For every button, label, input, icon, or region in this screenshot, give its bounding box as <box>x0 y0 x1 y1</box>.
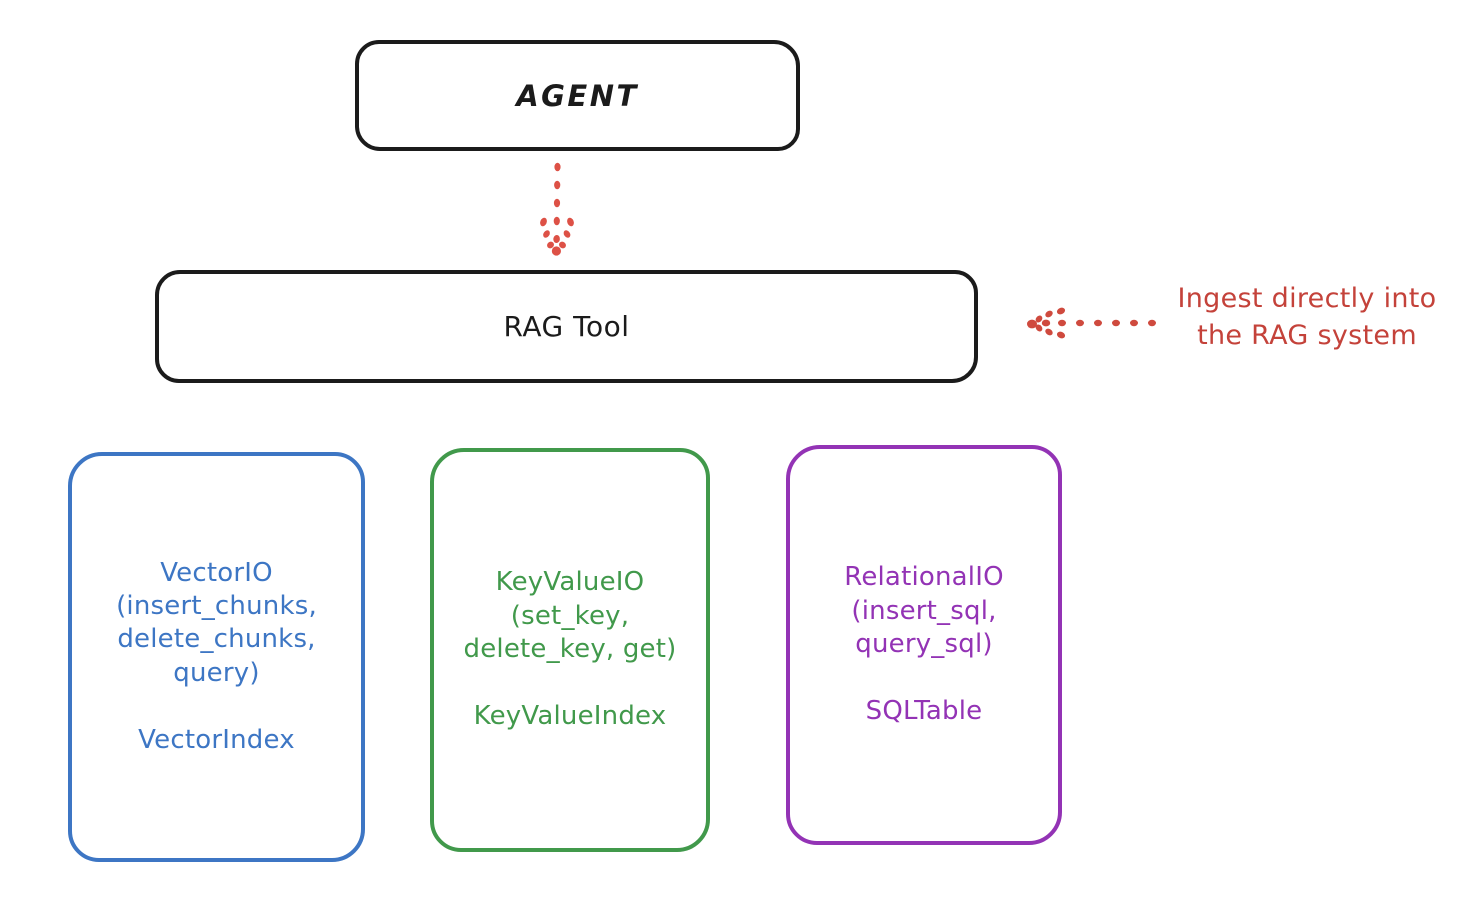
node-agent[interactable]: AGENT <box>355 40 800 151</box>
node-key-value-io-api-label: KeyValueIO (set_key, delete_key, get) <box>463 567 677 664</box>
node-vector-io-api-label: VectorIO (insert_chunks, delete_chunks, … <box>116 557 317 688</box>
node-key-value-io-index-label: KeyValueIndex <box>473 701 667 732</box>
annotation-ingest-directly: Ingest directly into the RAG system <box>1177 283 1437 352</box>
node-key-value-io[interactable]: KeyValueIO (set_key, delete_key, get) Ke… <box>430 448 710 852</box>
node-relational-io-api-label: RelationalIO (insert_sql, query_sql) <box>844 562 1004 659</box>
node-vector-io-index-label: VectorIndex <box>138 724 295 755</box>
node-relational-io[interactable]: RelationalIO (insert_sql, query_sql) SQL… <box>786 445 1062 845</box>
node-agent-label: AGENT <box>516 78 639 113</box>
node-rag-tool[interactable]: RAG Tool <box>155 270 978 383</box>
connector-ingest-to-rag-tool <box>1027 307 1156 339</box>
node-rag-tool-label: RAG Tool <box>503 310 630 343</box>
node-relational-io-index-label: SQLTable <box>865 696 983 727</box>
node-vector-io[interactable]: VectorIO (insert_chunks, delete_chunks, … <box>68 452 365 862</box>
connector-agent-to-rag-tool <box>540 162 574 256</box>
